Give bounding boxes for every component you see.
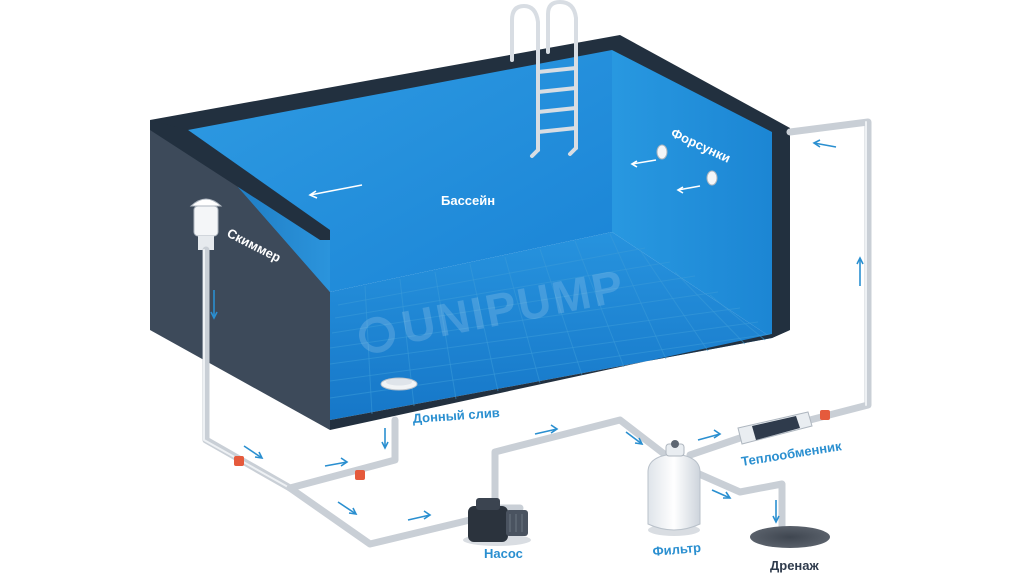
nozzle-icon [656, 144, 668, 160]
drain-shadow [750, 526, 830, 548]
pool-right-wall [612, 50, 772, 338]
pool-rim-bottom [330, 330, 790, 430]
filter-label: Фильтр [652, 540, 702, 559]
logo-mark-icon [358, 316, 395, 353]
pool-rim-right [772, 128, 790, 338]
skimmer-icon [189, 198, 223, 250]
valves [234, 410, 830, 480]
pool: UNIPUMP [150, 0, 790, 430]
flow-arrow-icon [308, 159, 701, 199]
drain-label: Дренаж [770, 558, 820, 573]
pool-outer-wall [150, 120, 330, 430]
valve-icon [820, 410, 830, 420]
pump-icon [463, 498, 531, 546]
valve-icon [234, 456, 244, 466]
pool-floor [330, 232, 772, 420]
nozzle-icon [706, 170, 718, 186]
pool-rim-left [150, 120, 330, 240]
heat-exchanger-label: Теплообменник [740, 438, 843, 469]
heat-exchanger-icon [737, 411, 813, 445]
bottom-drain-label: Донный слив [412, 405, 500, 426]
filter-icon [647, 440, 701, 536]
flow-arrows [210, 139, 864, 524]
bottom-drain-icon [380, 377, 418, 391]
floor-tiles [329, 233, 771, 415]
valve-icon [355, 470, 365, 480]
pool-label: Бассейн [441, 193, 495, 208]
pipework [202, 118, 872, 548]
ladder-icon [510, 0, 578, 158]
pump-label: Насос [484, 546, 523, 561]
